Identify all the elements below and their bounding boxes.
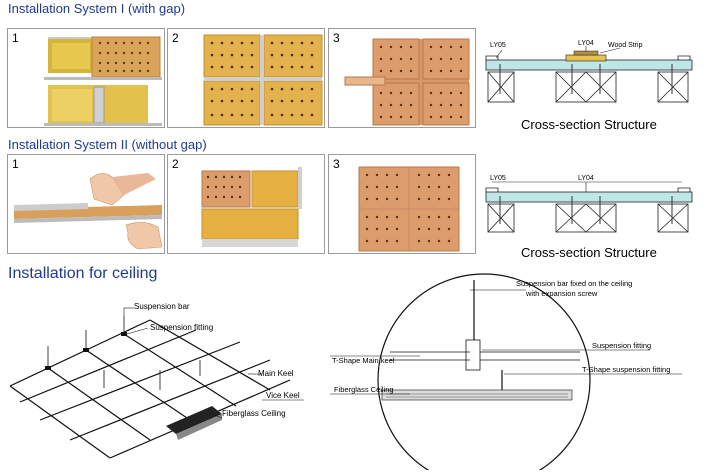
wood-strip-label: Wood Strip (608, 42, 643, 49)
detail-suspension-bar-line1: Suspension bar fixed on the ceiling (516, 279, 632, 288)
suspension-fitting-label: Suspension fitting (150, 323, 213, 332)
vice-keel-label: Vice Keel (266, 391, 300, 400)
step-number: 1 (12, 31, 19, 45)
system2-step2-photo: 2 (167, 154, 325, 254)
detail-suspension-bar-line2: with expansion screw (525, 289, 598, 298)
step-number: 2 (172, 157, 179, 171)
system1-heading: Installation System I (with gap) (8, 1, 186, 16)
system1-step3-photo: 3 (328, 28, 476, 128)
detail-t-suspension-fitting: T-Shape suspension fitting (582, 365, 670, 374)
detail-t-main-keel: T-Shape Main keel (332, 356, 395, 365)
suspension-bar-label: Suspension bar (134, 302, 190, 311)
system1-cross-section: LY05 LY04 Wood Strip (485, 40, 693, 103)
ceiling-grid-diagram: Suspension bar Suspension fitting Main K… (9, 302, 304, 459)
system2-step3-photo: 3 (328, 154, 476, 254)
system1-step2-photo: 2 (167, 28, 325, 128)
step1-illustration (14, 173, 163, 250)
step-number: 3 (333, 157, 340, 171)
detail-fiberglass-ceiling: Fiberglass Ceiling (334, 385, 394, 394)
fiberglass-ceiling-label: Fiberglass Ceiling (222, 409, 286, 418)
step-number: 2 (172, 31, 179, 45)
ly04-label: LY04 (578, 40, 594, 47)
ly04-label: LY04 (578, 175, 594, 182)
ceiling-detail-diagram: Suspension bar fixed on the ceiling with… (330, 273, 682, 470)
step3-illustration (358, 166, 460, 252)
step3-illustration (344, 38, 470, 126)
main-keel-label: Main Keel (258, 369, 294, 378)
system1-step1-photo: 1 (7, 28, 165, 128)
detail-suspension-fitting: Suspension fitting (592, 341, 651, 350)
ly05-label: LY05 (490, 175, 506, 182)
system2-heading: Installation System II (without gap) (8, 137, 207, 152)
ceiling-heading: Installation for ceiling (8, 265, 158, 282)
system2-step1-photo: 1 (7, 154, 165, 254)
system2-cross-section-title: Cross-section Structure (521, 245, 657, 260)
step-number: 1 (12, 157, 19, 171)
step-number: 3 (333, 31, 340, 45)
system1-cross-section-title: Cross-section Structure (521, 117, 657, 132)
step1-illustration (44, 36, 162, 126)
step2-illustration (203, 34, 323, 126)
ly05-label: LY05 (490, 42, 506, 49)
system2-cross-section: LY05 LY04 (485, 175, 693, 233)
step2-illustration (201, 167, 302, 247)
